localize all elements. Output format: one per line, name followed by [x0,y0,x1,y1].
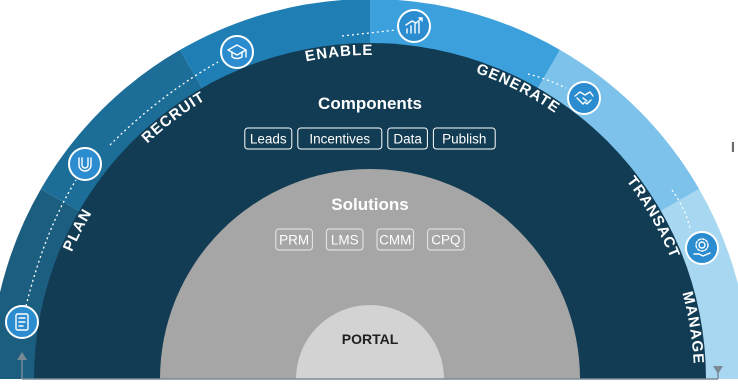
baseline-arrow [17,352,723,380]
handshake-icon [567,81,601,115]
solution-label: CMM [379,233,411,248]
connector-recruit-enable [109,61,219,146]
gear-hand-icon [685,231,719,265]
solution-pill-prm: PRM [275,228,313,251]
connector-enable-generate [341,29,397,37]
connector-plan-recruit [25,179,77,307]
solutions-ring [160,169,580,379]
connector-transact-manage [671,189,691,229]
components-title: Components [318,94,422,113]
solution-pill-lms: LMS [325,228,364,251]
portal-label: PORTAL [342,331,399,347]
solution-label: PRM [279,233,309,248]
component-pill-leads: Leads [244,127,293,150]
notebook-icon [5,305,39,339]
components-list: Leads Incentives Data Publish [244,127,496,150]
growth-chart-icon [397,9,431,43]
component-label: Incentives [309,132,370,147]
component-label: Publish [442,132,486,147]
component-pill-data: Data [387,127,428,150]
component-label: Leads [250,132,287,147]
components-block: Components Leads Incentives Data Publish [244,94,496,150]
solution-label: CPQ [431,233,460,248]
solution-label: LMS [331,233,359,248]
graduation-cap-icon [220,35,254,69]
solutions-title: Solutions [331,195,408,214]
component-label: Data [393,132,422,147]
solution-pill-cpq: CPQ [427,228,465,251]
connector-generate-transact [527,73,567,89]
side-mark: I [731,139,735,156]
component-pill-publish: Publish [432,127,496,150]
lifecycle-icons [5,9,719,339]
solution-pill-cmm: CMM [376,228,415,251]
portal-core [296,305,444,379]
solutions-list: PRM LMS CMM CPQ [275,228,465,251]
component-pill-incentives: Incentives [297,127,383,150]
solutions-block: Solutions PRM LMS CMM CPQ [275,195,465,251]
magnet-icon [68,147,102,181]
